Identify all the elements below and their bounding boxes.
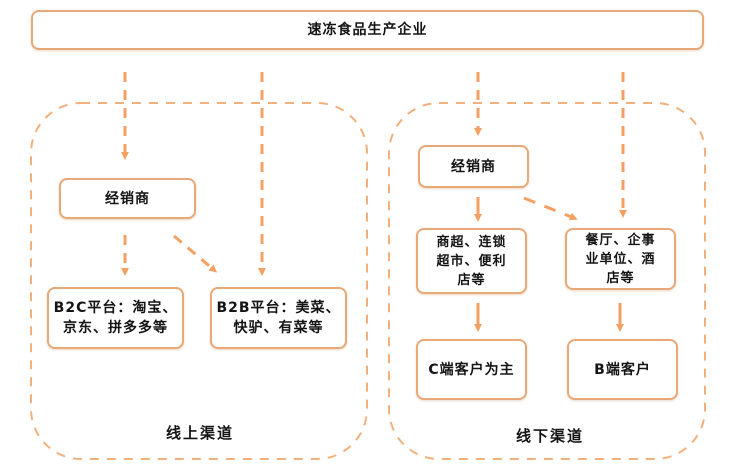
node-catering: 餐厅、企事 业单位、酒 店等 bbox=[565, 228, 676, 290]
node-b2c-platform-label: B2C平台：淘宝、 京东、拼多多等 bbox=[53, 300, 178, 336]
node-retail-label: 商超、连锁 超市、便利 店等 bbox=[436, 234, 507, 288]
offline-group-label-text: 线下渠道 bbox=[515, 427, 584, 445]
offline-group-label: 线下渠道 bbox=[500, 425, 600, 446]
online-group-label-text: 线上渠道 bbox=[165, 424, 234, 442]
node-c-customers-label: C端客户为主 bbox=[428, 361, 515, 378]
edge-offline-distributor-catering bbox=[523, 196, 578, 221]
edge-online-distributor-b2b bbox=[173, 234, 218, 273]
node-b2c-platform: B2C平台：淘宝、 京东、拼多多等 bbox=[47, 287, 184, 349]
node-b-customers-label: B端客户 bbox=[594, 361, 651, 378]
node-online-distributor-label: 经销商 bbox=[105, 190, 150, 207]
node-online-distributor: 经销商 bbox=[59, 178, 196, 219]
node-b2b-platform: B2B平台：美菜、 快驴、有菜等 bbox=[210, 287, 347, 349]
node-b-customers: B端客户 bbox=[567, 339, 678, 400]
node-offline-distributor-label: 经销商 bbox=[451, 158, 496, 175]
online-group-label: 线上渠道 bbox=[150, 422, 250, 443]
node-offline-distributor: 经销商 bbox=[418, 145, 529, 188]
node-manufacturer: 速冻食品生产企业 bbox=[31, 10, 704, 50]
online-group-outline bbox=[30, 102, 368, 460]
node-catering-label: 餐厅、企事 业单位、酒 店等 bbox=[585, 232, 656, 286]
node-b2b-platform-label: B2B平台：美菜、 快驴、有菜等 bbox=[216, 300, 341, 336]
node-manufacturer-label: 速冻食品生产企业 bbox=[307, 22, 428, 38]
node-c-customers: C端客户为主 bbox=[416, 339, 527, 400]
node-retail: 商超、连锁 超市、便利 店等 bbox=[416, 228, 527, 294]
